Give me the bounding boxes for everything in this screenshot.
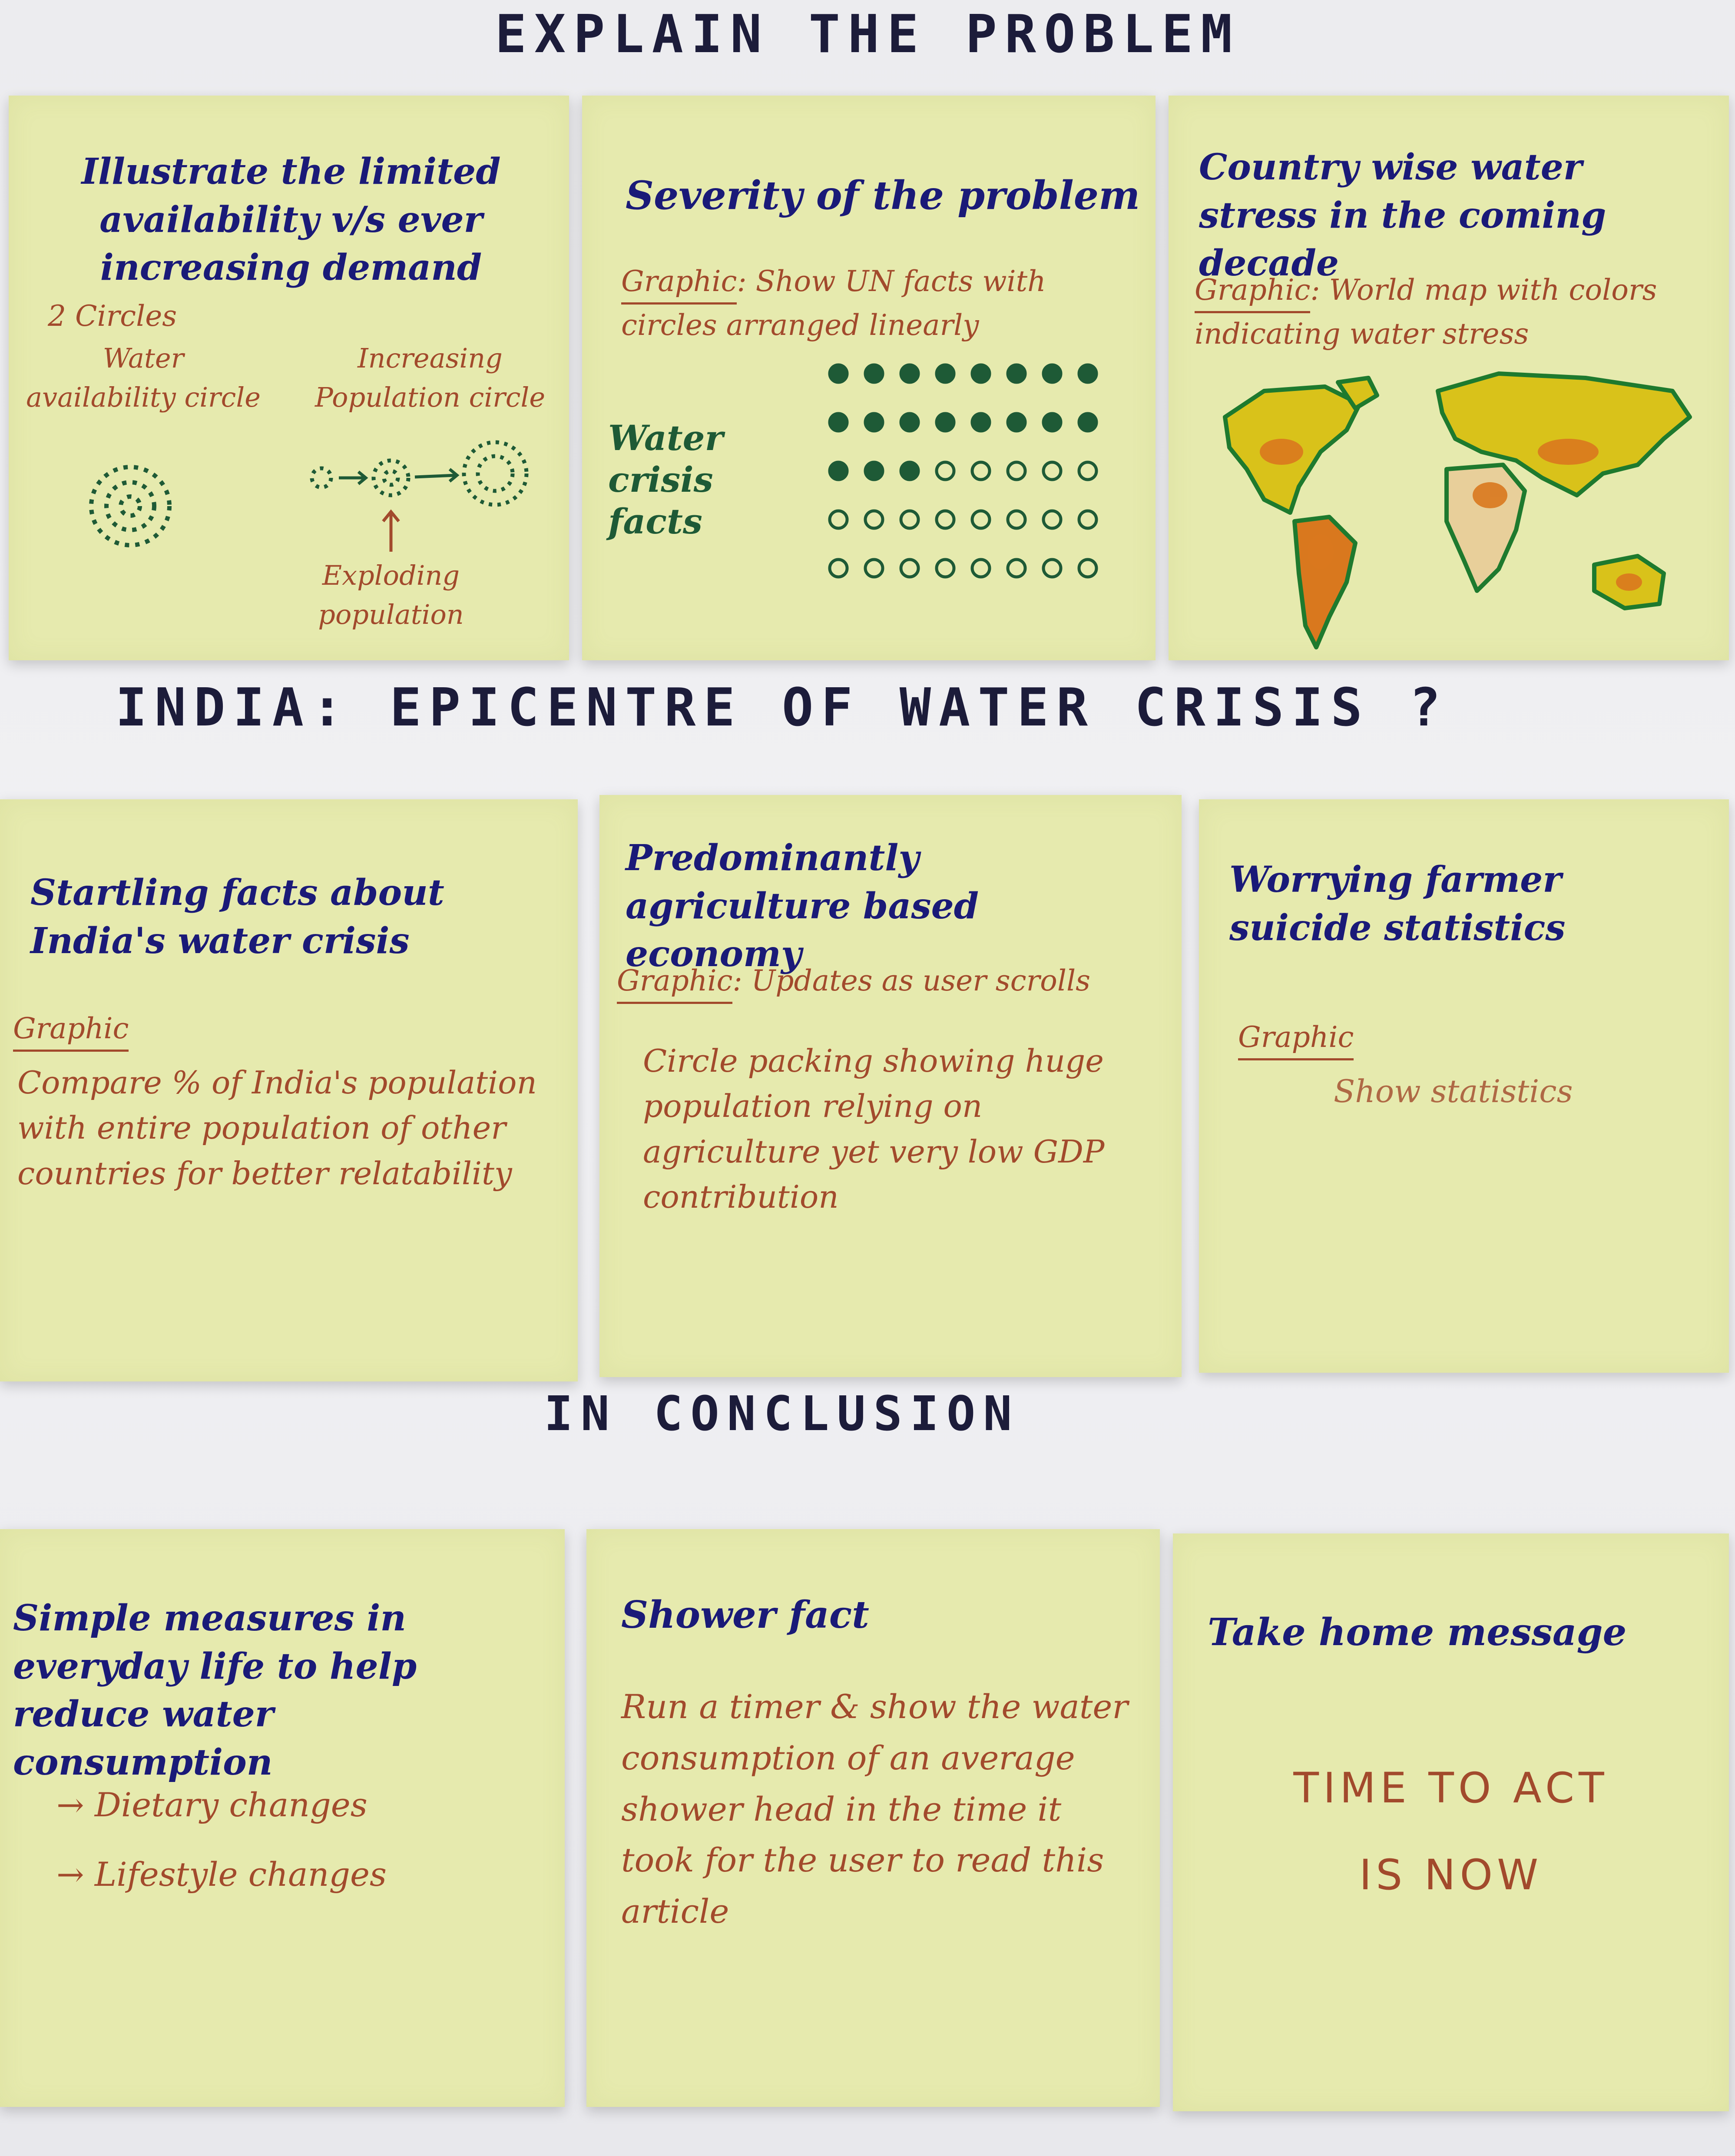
- graphic-line: Graphic: Show UN facts with circles arra…: [621, 261, 1134, 346]
- take-home-line2: IS NOW: [1359, 1851, 1543, 1899]
- filled-dot: [1006, 412, 1027, 433]
- filled-dot: [1006, 363, 1027, 384]
- note-title: Worrying farmer suicide statistics: [1229, 859, 1566, 949]
- filled-dot: [828, 412, 849, 433]
- dot-grid: [828, 363, 1098, 579]
- bullet-dietary: → Dietary changes: [56, 1785, 368, 1824]
- note-take-home: Take home message TIME TO ACT IS NOW: [1173, 1533, 1729, 2111]
- filled-dot: [970, 363, 991, 384]
- hollow-dot: [970, 460, 991, 481]
- hollow-dot: [1006, 460, 1027, 481]
- heading-explain-problem: EXPLAIN THE PROBLEM: [495, 4, 1240, 65]
- label-exploding-population: Exploding population: [318, 560, 464, 630]
- hollow-dot: [864, 558, 884, 579]
- up-arrow-icon: [382, 509, 400, 552]
- graphic-line: Graphic: Updates as user scrolls: [617, 960, 1164, 1004]
- filled-dot: [935, 412, 956, 433]
- filled-dot: [935, 363, 956, 384]
- note-india-facts: Startling facts about India's water cris…: [0, 799, 578, 1381]
- filled-dot: [864, 363, 884, 384]
- graphic-label: Graphic: [621, 261, 737, 305]
- hollow-dot: [864, 509, 884, 530]
- world-map: [1223, 371, 1692, 649]
- note-title: Country wise water stress in the coming …: [1199, 146, 1606, 285]
- population-circles: [310, 440, 529, 507]
- graphic-label: Graphic: [1195, 269, 1311, 313]
- water-crisis-facts-label: Water crisis facts: [608, 417, 723, 542]
- filled-dot: [864, 412, 884, 433]
- note-shower-fact: Shower fact Run a timer & show the water…: [586, 1529, 1160, 2107]
- hollow-dot: [1042, 558, 1063, 579]
- filled-dot: [899, 363, 920, 384]
- hollow-dot: [1077, 509, 1098, 530]
- graphic-text: : World map with colors indicating water…: [1195, 273, 1657, 351]
- filled-dot: [970, 412, 991, 433]
- label-2-circles: 2 Circles: [48, 299, 177, 333]
- graphic-text: : Show UN facts with circles arranged li…: [621, 265, 1046, 342]
- heading-india-epicentre: INDIA: EPICENTRE OF WATER CRISIS ?: [115, 678, 1449, 738]
- hollow-dot: [1006, 558, 1027, 579]
- hollow-dot: [828, 558, 849, 579]
- note-body: Run a timer & show the water consumption…: [621, 1687, 1128, 1931]
- arrows: [339, 468, 460, 485]
- note-title: Illustrate the limited availability v/s …: [81, 151, 501, 289]
- hollow-dot: [970, 509, 991, 530]
- filled-dot: [1077, 412, 1098, 433]
- take-home-line1: TIME TO ACT: [1293, 1764, 1609, 1812]
- europe-asia: [1436, 371, 1692, 497]
- label-increasing-population: Increasing Population circle: [315, 342, 546, 413]
- note-title: Simple measures in everyday life to help…: [13, 1597, 417, 1784]
- hollow-dot: [935, 558, 956, 579]
- note-title: Take home message: [1208, 1610, 1627, 1654]
- water-availability-circle: [89, 465, 172, 547]
- note-body: Circle packing showing huge population r…: [643, 1043, 1105, 1215]
- label-water-availability: Water availability circle: [26, 342, 261, 413]
- graphic-label: Graphic: [617, 960, 733, 1004]
- note-simple-measures: Simple measures in everyday life to help…: [0, 1529, 565, 2107]
- greenland: [1336, 376, 1379, 411]
- hollow-dot: [1077, 460, 1098, 481]
- graphic-label: Graphic: [13, 1008, 129, 1052]
- filled-dot: [899, 460, 920, 481]
- note-country-water-stress: Country wise water stress in the coming …: [1169, 96, 1729, 660]
- graphic-text: Compare % of India's population with ent…: [17, 1064, 537, 1192]
- graphic-label-text: Graphic: [13, 1008, 129, 1052]
- hollow-dot: [935, 460, 956, 481]
- note-title: Predominantly agriculture based economy: [626, 837, 979, 975]
- graphic-line: Graphic: World map with colors indicatin…: [1195, 269, 1712, 354]
- hollow-dot: [828, 509, 849, 530]
- filled-dot: [828, 460, 849, 481]
- note-title: Shower fact: [621, 1593, 869, 1637]
- filled-dot: [1042, 363, 1063, 384]
- note-agriculture-economy: Predominantly agriculture based economy …: [599, 795, 1182, 1377]
- filled-dot: [899, 412, 920, 433]
- filled-dot: [864, 460, 884, 481]
- heading-in-conclusion: IN CONCLUSION: [544, 1386, 1020, 1441]
- graphic-text: : Updates as user scrolls: [732, 964, 1090, 997]
- note-farmer-suicide: Worrying farmer suicide statistics Graph…: [1199, 799, 1729, 1373]
- note-title: Severity of the problem: [626, 172, 1140, 219]
- hollow-dot: [899, 558, 920, 579]
- note-limited-availability: Illustrate the limited availability v/s …: [9, 96, 569, 660]
- hollow-dot: [1042, 460, 1063, 481]
- note-title: Startling facts about India's water cris…: [30, 872, 444, 962]
- circles-illustration: [89, 440, 529, 552]
- note-severity: Severity of the problem Graphic: Show UN…: [582, 96, 1156, 660]
- hollow-dot: [935, 509, 956, 530]
- graphic-label: Graphic: [1238, 1017, 1354, 1060]
- hollow-dot: [1077, 558, 1098, 579]
- hollow-dot: [1006, 509, 1027, 530]
- note-body: Show statistics: [1334, 1073, 1573, 1109]
- hollow-dot: [899, 509, 920, 530]
- hollow-dot: [970, 558, 991, 579]
- filled-dot: [828, 363, 849, 384]
- graphic-label-text: Graphic: [1238, 1017, 1354, 1060]
- filled-dot: [1042, 412, 1063, 433]
- bullet-lifestyle: → Lifestyle changes: [56, 1855, 387, 1894]
- filled-dot: [1077, 363, 1098, 384]
- hollow-dot: [1042, 509, 1063, 530]
